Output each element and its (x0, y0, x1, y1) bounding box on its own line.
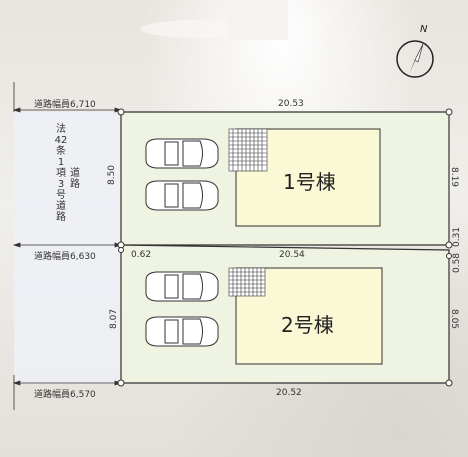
corner-marker (117, 108, 125, 116)
road-width-bottom: 道路幅員6,570 (34, 390, 96, 400)
road-width-mid: 道路幅員6,630 (34, 252, 96, 262)
car-lot1-b (145, 180, 219, 211)
compass-icon (396, 40, 434, 78)
corner-marker (445, 379, 453, 387)
building-1-label: 1号棟 (283, 170, 336, 194)
road-strip (14, 112, 120, 384)
car-lot2-a (145, 271, 219, 302)
lot1-right-dimension: 8.19 (449, 166, 460, 188)
lot2-top-dimension: 20.54 (279, 250, 305, 260)
road-legal-col2: 道 路 (70, 168, 80, 190)
corner-marker (445, 108, 453, 116)
compass-north-label: N (420, 24, 428, 35)
car-lot1-a (145, 138, 219, 169)
lot2-left-dimension: 8.07 (109, 308, 120, 330)
corner-marker (117, 379, 125, 387)
corner-marker (118, 247, 124, 253)
corner-marker (445, 241, 453, 249)
lot2-right-dimension: 8.05 (449, 308, 460, 330)
road-width-top: 道路幅員6,710 (34, 100, 96, 110)
background-box (228, 0, 288, 40)
lot2-right-offset-b: 0.31 (452, 226, 463, 248)
road-top-arrow-left (12, 107, 21, 113)
road-bottom-arrow-left (12, 380, 21, 386)
lot2-bottom-dimension: 20.52 (276, 388, 302, 398)
road-legal-col1: 法 42 条 1 項 3 号 道 路 (54, 124, 68, 223)
building-2-grid-balcony (228, 267, 266, 297)
road-mid-arrow-left (12, 242, 21, 248)
corner-marker (446, 253, 452, 259)
lot1-top-dimension: 20.53 (278, 99, 304, 109)
car-lot2-b (145, 316, 219, 347)
lot2-left-offset: 0.62 (131, 250, 152, 260)
lot2-right-offset-a: 0.58 (452, 252, 463, 274)
building-1-grid-balcony (228, 128, 268, 172)
building-2-label: 2号棟 (281, 313, 334, 337)
lot1-left-dimension: 8.50 (107, 164, 118, 186)
